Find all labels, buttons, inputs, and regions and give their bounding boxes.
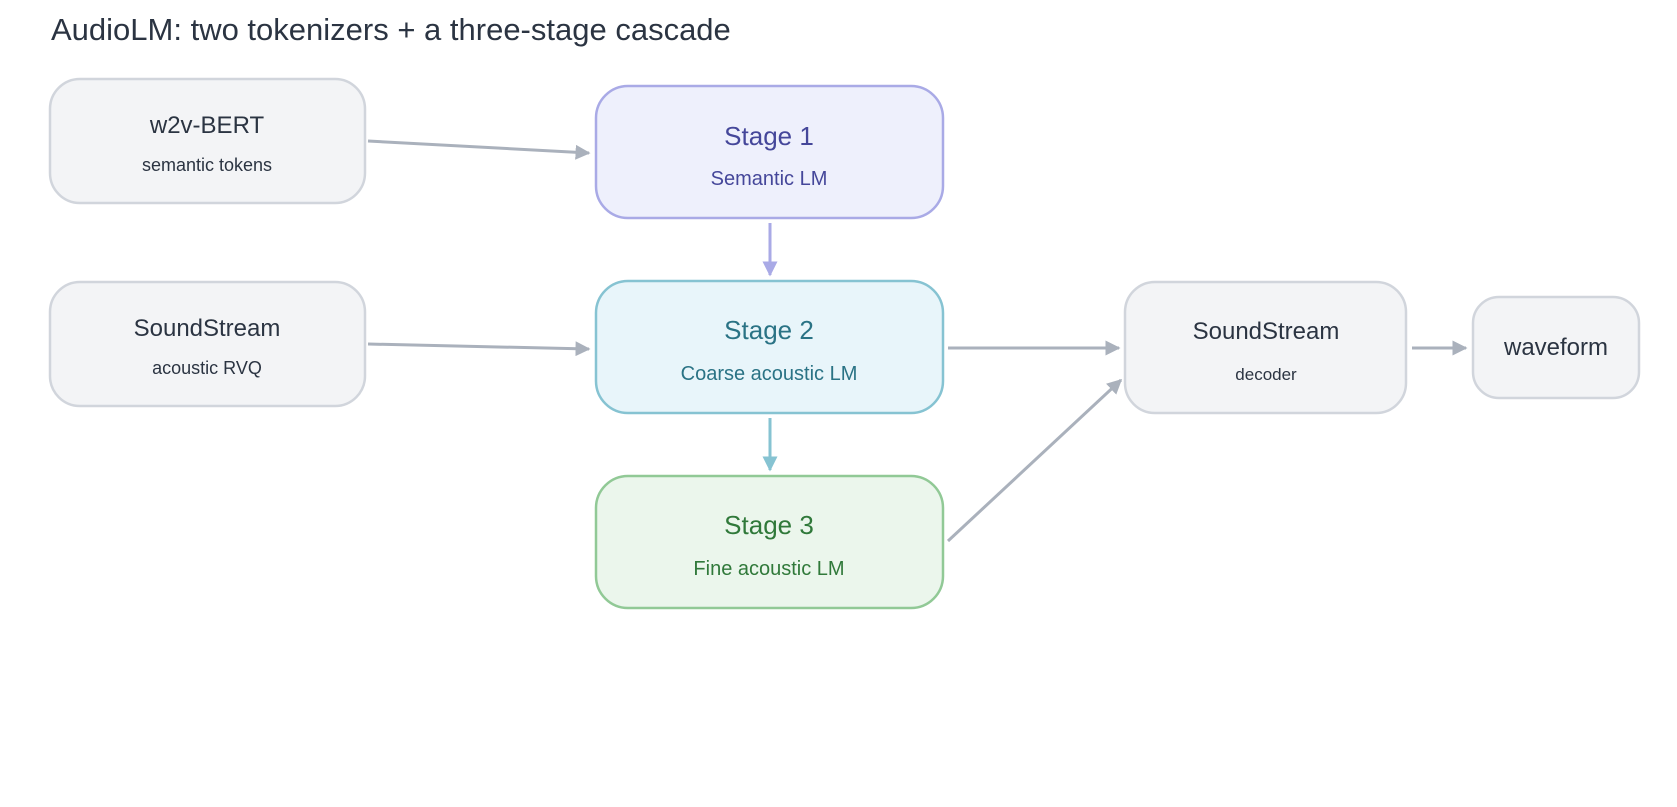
node-soundstream-decoder-title: SoundStream [1193, 318, 1340, 345]
node-w2v-bert-subtitle: semantic tokens [142, 155, 272, 175]
edge-stage3-to-decoder [946, 378, 1123, 543]
node-soundstream-tokenizer: SoundStream acoustic RVQ [48, 280, 367, 408]
node-w2v-bert-title: w2v-BERT [149, 112, 265, 139]
node-soundstream-tokenizer-subtitle: acoustic RVQ [152, 358, 262, 378]
node-w2v-bert: w2v-BERT semantic tokens [48, 77, 367, 205]
node-stage-3-title: Stage 3 [724, 510, 814, 540]
edges [367, 139, 1468, 543]
node-soundstream-decoder: SoundStream decoder [1123, 280, 1408, 415]
node-waveform-title: waveform [1503, 334, 1608, 361]
node-stage-1-title: Stage 1 [724, 121, 814, 151]
node-stage-2-title: Stage 2 [724, 315, 814, 345]
edge-soundstream-to-stage2 [367, 341, 591, 357]
node-stage-1: Stage 1 Semantic LM [594, 84, 945, 220]
node-stage-2: Stage 2 Coarse acoustic LM [594, 279, 945, 415]
edge-w2vbert-to-stage1 [367, 139, 591, 160]
node-waveform: waveform [1471, 295, 1641, 400]
node-stage-1-subtitle: Semantic LM [711, 168, 828, 190]
diagram-title: AudioLM: two tokenizers + a three-stage … [51, 12, 731, 47]
node-stage-3: Stage 3 Fine acoustic LM [594, 474, 945, 610]
node-soundstream-tokenizer-title: SoundStream [134, 315, 281, 342]
node-stage-3-subtitle: Fine acoustic LM [693, 558, 844, 580]
node-soundstream-decoder-subtitle: decoder [1235, 365, 1297, 384]
node-stage-2-subtitle: Coarse acoustic LM [681, 363, 858, 385]
